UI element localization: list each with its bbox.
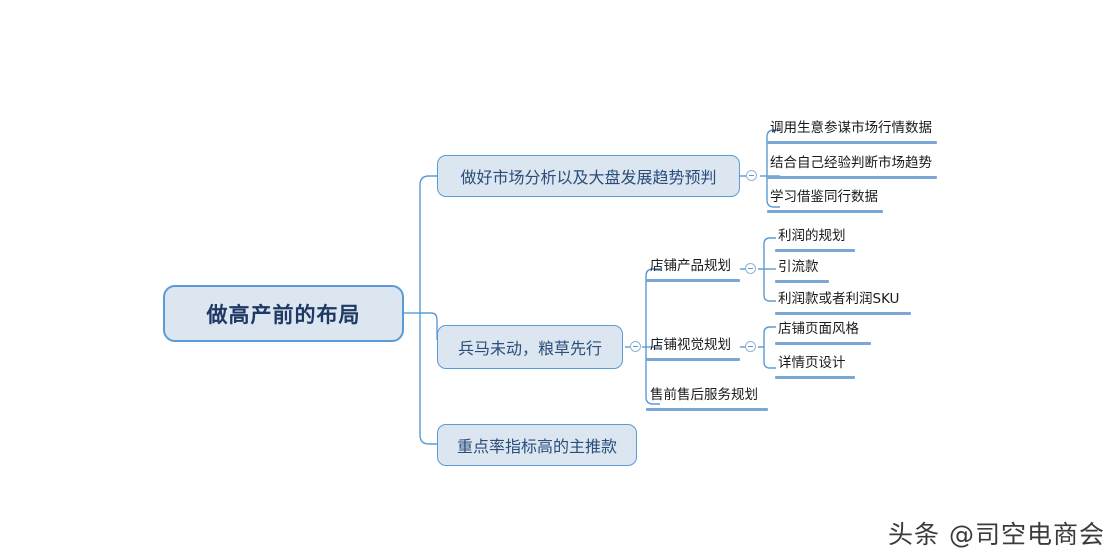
leaf-node-label: 详情页设计	[778, 355, 846, 371]
branch-node-logistics-first[interactable]: 兵马未动，粮草先行	[437, 325, 623, 369]
branch-node-label: 做好市场分析以及大盘发展趋势预判	[460, 168, 717, 187]
leaf-node-label: 售前售后服务规划	[650, 387, 758, 403]
leaf-underline	[646, 358, 740, 361]
branch-node-market-analysis[interactable]: 做好市场分析以及大盘发展趋势预判	[437, 155, 740, 197]
leaf-underline	[775, 376, 855, 379]
leaf-node-label: 利润款或者利润SKU	[778, 291, 900, 307]
leaf-underline	[767, 176, 937, 179]
leaf-node-label: 学习借鉴同行数据	[770, 189, 878, 205]
leaf-node-label: 店铺页面风格	[778, 321, 859, 337]
watermark: 头条 @司空电商会	[888, 515, 1105, 551]
leaf-underline	[775, 249, 855, 252]
leaf-underline	[767, 210, 883, 213]
leaf-node-label: 调用生意参谋市场行情数据	[770, 120, 932, 136]
leaf-underline	[646, 279, 740, 282]
leaf-node-label: 引流款	[778, 259, 819, 275]
leaf-node[interactable]: 调用生意参谋市场行情数据	[768, 120, 938, 140]
leaf-node-label: 利润的规划	[778, 228, 846, 244]
watermark-text: 头条 @司空电商会	[888, 520, 1105, 549]
leaf-node-label: 店铺产品规划	[650, 258, 731, 274]
leaf-underline	[767, 141, 937, 144]
leaf-node[interactable]: 店铺视觉规划	[648, 337, 738, 357]
leaf-node[interactable]: 详情页设计	[776, 355, 854, 375]
leaf-node[interactable]: 店铺页面风格	[776, 321, 868, 341]
leaf-underline	[775, 342, 871, 345]
leaf-node-label: 店铺视觉规划	[650, 337, 731, 353]
leaf-underline	[775, 280, 829, 283]
collapse-toggle-icon-market-analysis[interactable]	[746, 170, 757, 181]
root-node-label: 做高产前的布局	[206, 302, 361, 327]
leaf-node[interactable]: 利润的规划	[776, 228, 854, 248]
collapse-toggle-icon-product-planning[interactable]	[745, 263, 756, 274]
leaf-underline	[775, 312, 911, 315]
root-node[interactable]: 做高产前的布局	[163, 285, 404, 342]
leaf-node[interactable]: 店铺产品规划	[648, 258, 738, 278]
leaf-node[interactable]: 学习借鉴同行数据	[768, 189, 884, 209]
collapse-toggle-icon-logistics-first[interactable]	[630, 341, 641, 352]
leaf-underline	[646, 408, 768, 411]
collapse-toggle-icon-visual-planning[interactable]	[745, 341, 756, 352]
leaf-node[interactable]: 引流款	[776, 259, 828, 279]
branch-node-label: 兵马未动，粮草先行	[457, 339, 602, 358]
leaf-node-label: 结合自己经验判断市场趋势	[770, 155, 932, 171]
branch-node-main-product[interactable]: 重点率指标高的主推款	[437, 424, 637, 466]
leaf-node[interactable]: 利润款或者利润SKU	[776, 291, 908, 311]
leaf-node[interactable]: 结合自己经验判断市场趋势	[768, 155, 938, 175]
branch-node-label: 重点率指标高的主推款	[456, 437, 617, 456]
leaf-node[interactable]: 售前售后服务规划	[648, 387, 766, 407]
